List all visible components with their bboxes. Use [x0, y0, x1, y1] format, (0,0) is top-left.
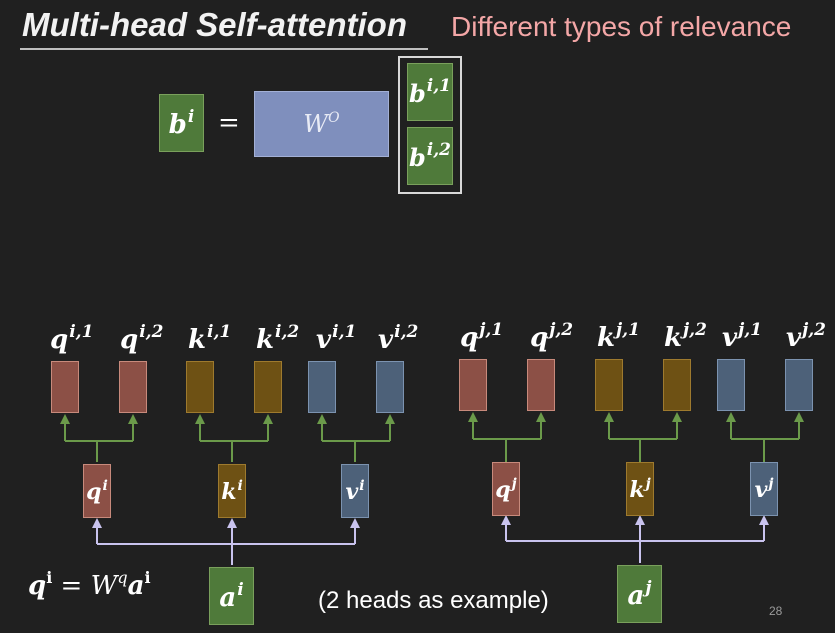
head-label-k-j1: kj,1	[597, 320, 640, 353]
page-subtitle: Different types of relevance	[451, 11, 792, 42]
query-box-i: qi	[83, 464, 111, 518]
key-box-j: kj	[626, 462, 654, 516]
input-box-a-i: ai	[209, 567, 254, 625]
input-box-a-j: aj	[617, 565, 662, 623]
query-formula: qi = Wqai	[28, 568, 151, 601]
equals-sign: =	[218, 108, 240, 138]
head-label-v-j1: vj,1	[722, 320, 763, 353]
head-label-v-j2: vj,2	[786, 320, 827, 353]
value-box-i: vi	[341, 464, 369, 518]
head-box-q-i2	[119, 361, 147, 413]
wo-matrix-box: WO	[254, 91, 389, 157]
b-i-box: bi	[159, 94, 204, 152]
title-underline	[20, 48, 428, 50]
head-label-v-i1: vi,1	[316, 322, 357, 355]
query-box-j: qj	[492, 462, 520, 516]
head-box-v-j1	[717, 359, 745, 411]
b-i2-box: bi,2	[407, 127, 453, 185]
head-box-v-i2	[376, 361, 404, 413]
head-box-k-j1	[595, 359, 623, 411]
head-label-q-i2: qi,2	[120, 322, 164, 355]
head-box-k-j2	[663, 359, 691, 411]
concat-bracket	[398, 56, 462, 194]
page-title: Multi-head Self-attention	[22, 6, 407, 43]
key-box-i: ki	[218, 464, 246, 518]
head-box-k-i1	[186, 361, 214, 413]
head-box-q-j2	[527, 359, 555, 411]
head-label-v-i2: vi,2	[378, 322, 419, 355]
example-note: (2 heads as example)	[318, 587, 549, 614]
head-label-k-i2: ki,2	[256, 322, 300, 355]
b-i1-box: bi,1	[407, 63, 453, 121]
page-number: 28	[769, 604, 783, 618]
head-label-q-j2: qj,2	[530, 320, 574, 353]
head-label-k-j2: kj,2	[664, 320, 707, 353]
head-box-q-i1	[51, 361, 79, 413]
head-box-q-j1	[459, 359, 487, 411]
head-label-q-j1: qj,1	[460, 320, 504, 353]
head-label-q-i1: qi,1	[50, 322, 94, 355]
value-box-j: vj	[750, 462, 778, 516]
head-box-v-i1	[308, 361, 336, 413]
head-box-k-i2	[254, 361, 282, 413]
head-label-k-i1: ki,1	[188, 322, 232, 355]
head-box-v-j2	[785, 359, 813, 411]
